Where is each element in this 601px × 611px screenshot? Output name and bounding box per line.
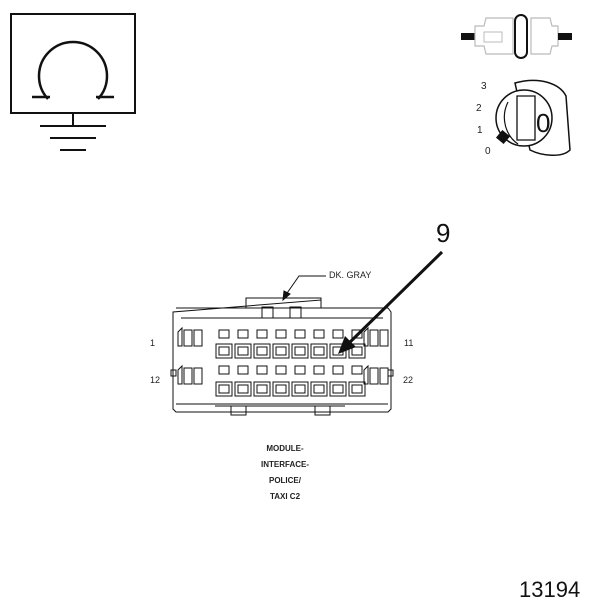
ohmmeter-icon [10,13,136,114]
wire-color-label: DK. GRAY [329,270,372,280]
caption-line-1: MODULE- [266,444,304,453]
pin-cavity [234,329,252,359]
latch-cavity [177,326,203,347]
pin-cavity [329,365,347,397]
pin-cavity [272,365,290,397]
pin-label-1: 1 [150,338,156,348]
pin-cavity [291,365,309,397]
figure-number: 13194 [519,577,581,602]
pin-cavity [329,329,347,359]
callout-number: 9 [436,218,451,248]
ignition-position-0: 0 [485,146,491,157]
latch-cavity [363,364,389,385]
wire-color-leader [282,275,326,302]
pin-cavity [253,329,271,359]
pin-cavity [291,329,309,359]
pin-cavity [234,365,252,397]
caption-line-3: POLICE/ [268,476,301,485]
pin-label-11: 11 [404,338,414,348]
connector-caption: MODULE- INTERFACE- POLICE/ TAXI C2 [225,441,345,505]
pin-cavity [348,329,366,359]
ignition-position-3: 3 [481,81,487,92]
caption-line-2: INTERFACE- [261,460,309,469]
pin-cavity [215,329,233,359]
pin-cavity [272,329,290,359]
pin-cavity [253,365,271,397]
ignition-key-icon [495,79,571,156]
pin-label-12: 12 [150,375,161,385]
pin-label-22: 22 [403,375,414,385]
ignition-key-label: 0 [536,108,551,138]
caption-line-4: TAXI C2 [269,492,301,501]
connector-disconnect-icon [461,14,572,59]
ignition-position-1: 1 [477,125,483,136]
pin-cavities [177,326,389,397]
connector-body [170,297,394,416]
latch-cavity [363,326,389,347]
pin-cavity [310,329,328,359]
ground-icon [40,113,106,151]
ignition-position-2: 2 [476,103,482,114]
latch-cavity [177,364,203,385]
callout-arrow [338,250,444,354]
pin-cavity [310,365,328,397]
pin-cavity [348,365,366,397]
pin-cavity [215,365,233,397]
